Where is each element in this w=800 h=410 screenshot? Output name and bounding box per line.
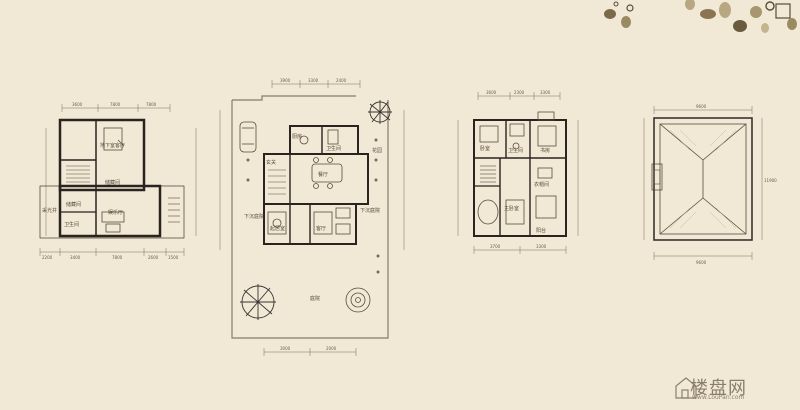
dim-bottom-3: 7800 xyxy=(112,255,123,260)
room-store: 储藏间 xyxy=(66,201,81,208)
room-storage: 储藏间 xyxy=(105,179,120,186)
room-entry: 玄关 xyxy=(266,159,276,166)
room-balcony: 阳台 xyxy=(536,227,546,234)
room-living: 起居室 xyxy=(270,225,285,232)
watermark-house-icon xyxy=(675,377,697,399)
dim-bottom-5: 1500 xyxy=(168,255,179,260)
room-bath: 卫生间 xyxy=(508,147,523,154)
dim-bottom-1: 2200 xyxy=(42,255,53,260)
dim-top-3: 3300 xyxy=(540,90,551,95)
dim-bottom-1: 3700 xyxy=(490,244,501,249)
dim-top-3: 2400 xyxy=(336,78,347,83)
dim-top-2: 2300 xyxy=(514,90,525,95)
room-yard: 庭院 xyxy=(310,295,320,302)
basement-plan: 3600 7800 7800 地下室客厅 储藏间 娱乐厅 储藏间 采光井 卫生间 xyxy=(39,102,197,260)
dim-top: 9600 xyxy=(696,104,707,109)
room-master: 主卧室 xyxy=(504,205,519,212)
room-family: 娱乐厅 xyxy=(108,209,123,216)
upper-floor-plan: 3600 2300 3300 卧室 卫生间 书房 主卧室 衣帽间 阳台 xyxy=(457,90,579,254)
room-living: 地下室客厅 xyxy=(100,142,125,149)
room-terrace: 下沉庭院 xyxy=(244,213,264,220)
room-kitchen: 厨房 xyxy=(292,133,302,140)
dim-top-2: 7800 xyxy=(110,102,121,107)
dim-bottom-2: 3400 xyxy=(70,255,81,260)
room-dining: 餐厅 xyxy=(318,171,328,178)
dim-bottom-1: 3000 xyxy=(280,346,291,351)
dim-top-2: 3300 xyxy=(308,78,319,83)
room-bedroom: 卧室 xyxy=(480,145,490,152)
room-bath: 卫生间 xyxy=(326,145,341,152)
dim-bottom: 9600 xyxy=(696,260,707,265)
watermark-brand: 楼盘网 xyxy=(690,378,747,399)
room-lounge: 客厅 xyxy=(316,225,326,232)
dim-top-1: 3600 xyxy=(72,102,83,107)
tree-left xyxy=(240,284,276,320)
ground-floor-plan: 3900 3300 2400 xyxy=(219,78,405,356)
room-light-well: 采光井 xyxy=(42,207,57,214)
dim-side: 11900 xyxy=(764,178,777,183)
watermark-url: www.LouPan.com xyxy=(692,394,745,401)
dim-bottom-4: 2600 xyxy=(148,255,159,260)
watermark: 楼盘网 www.LouPan.com xyxy=(670,374,790,404)
room-closet: 衣帽间 xyxy=(534,181,549,188)
room-terrace2: 下沉庭院 xyxy=(360,207,380,214)
gazebo xyxy=(345,287,371,313)
roof-plan: 9600 11900 9600 xyxy=(643,104,777,265)
room-bath: 卫生间 xyxy=(64,221,79,228)
dim-top-1: 3600 xyxy=(486,90,497,95)
tree-top-right xyxy=(368,100,392,124)
dim-top-1: 3900 xyxy=(280,78,291,83)
dim-top-3: 7800 xyxy=(146,102,157,107)
room-garden: 花园 xyxy=(372,147,382,154)
dim-bottom-2: 3300 xyxy=(536,244,547,249)
room-study: 书房 xyxy=(540,147,550,154)
decorative-leaves xyxy=(604,0,797,33)
dim-bottom-2: 2000 xyxy=(326,346,337,351)
